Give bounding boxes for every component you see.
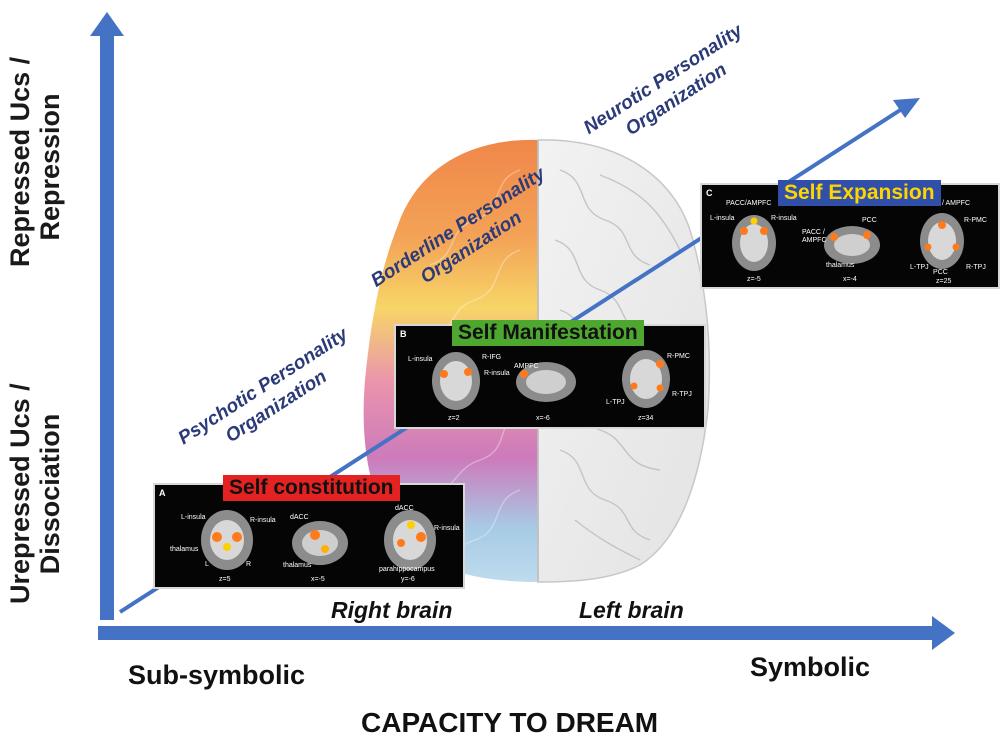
label-r-insula-c: R-insula (771, 215, 797, 222)
label-z34: z=34 (638, 415, 653, 422)
x-axis-arrow (98, 616, 955, 650)
label-l-insula: L-insula (181, 514, 206, 521)
label-l-tpj-c: L-TPJ (910, 264, 929, 271)
panel-b-letter: B (400, 329, 407, 339)
label-l: L (205, 561, 209, 568)
label-r-pmc-b: R-PMC (667, 353, 690, 360)
label-parahippocampus: parahippocampus (379, 566, 435, 573)
label-z2: z=2 (448, 415, 460, 422)
y-axis-arrow (90, 12, 124, 620)
label-x-5: x=-5 (311, 576, 325, 583)
label-r-tpj-b: R-TPJ (672, 391, 692, 398)
label-r-insula-2: R-insula (434, 525, 460, 532)
label-x-4: x=-4 (843, 276, 857, 283)
panel-self-constitution: A L-insula R-insula thalamus L R z=5 dAC… (153, 475, 465, 589)
label-pcc-c: PCC (933, 269, 948, 276)
label-r-pmc-c: R-PMC (964, 217, 987, 224)
label-z5: z=5 (219, 576, 231, 583)
label-dacc: dACC (290, 514, 309, 521)
panel-a-brain-scans: L-insula R-insula thalamus L R z=5 dACC … (170, 505, 460, 583)
label-pcc: PCC (862, 217, 877, 224)
panel-b-brain-scans: L-insula R-IFG R-insula z=2 AMPFC x=-6 R… (408, 350, 692, 422)
label-pacc-ampfc: PACC/AMPFC (726, 200, 771, 207)
y-upper-line2: Repression (35, 93, 65, 241)
panel-a-letter: A (159, 488, 166, 498)
label-r-tpj-c: R-TPJ (966, 264, 986, 271)
label-l-tpj-b: L-TPJ (606, 399, 625, 406)
label-ampfc-c: AMPFC (802, 237, 827, 244)
label-z-5: z=-5 (747, 276, 761, 283)
label-z25: z=25 (936, 278, 951, 285)
right-brain-label: Right brain (331, 597, 453, 623)
label-thalamus-2: thalamus (283, 562, 312, 569)
panel-a-title: Self constitution (223, 475, 400, 501)
label-c-ampfc: C / AMPFC (935, 200, 970, 207)
panel-self-expansion: C PACC/AMPFC L-insula R-insula z=-5 PACC… (700, 180, 1000, 289)
panel-self-manifestation: B L-insula R-IFG R-insula z=2 AMPFC x=-6… (394, 320, 706, 429)
label-r-insula-b: R-insula (484, 370, 510, 377)
x-axis-right-label: Symbolic (750, 652, 871, 682)
label-l-insula-c: L-insula (710, 215, 735, 222)
label-ampfc: AMPFC (514, 363, 539, 370)
x-axis-left-label: Sub-symbolic (128, 660, 306, 690)
label-r-ifg: R-IFG (482, 354, 501, 361)
left-brain-label: Left brain (579, 597, 684, 623)
panel-c-title: Self Expansion (778, 180, 941, 206)
label-x-6: x=-6 (536, 415, 550, 422)
label-r-insula: R-insula (250, 517, 276, 524)
label-dacc-2: dACC (395, 505, 414, 512)
label-thalamus: thalamus (170, 546, 199, 553)
y-axis-lower-label: Urepressed Ucs / Dissociation (5, 383, 65, 604)
label-thalamus-c: thalamus (826, 262, 855, 269)
panel-c-letter: C (706, 188, 713, 198)
panel-c-brain-scans: PACC/AMPFC L-insula R-insula z=-5 PACC /… (710, 200, 987, 285)
y-lower-line1: Urepressed Ucs / (5, 383, 35, 604)
label-r: R (246, 561, 251, 568)
panel-b-title: Self Manifestation (452, 320, 644, 346)
x-axis-title: CAPACITY TO DREAM (361, 707, 659, 738)
label-y-6: y=-6 (401, 576, 415, 583)
y-axis-upper-label: Repressed Ucs / Repression (5, 56, 65, 267)
label-l-insula-b: L-insula (408, 356, 433, 363)
y-upper-line1: Repressed Ucs / (5, 56, 35, 267)
label-pacc: PACC / (802, 229, 825, 236)
y-lower-line2: Dissociation (35, 413, 65, 575)
